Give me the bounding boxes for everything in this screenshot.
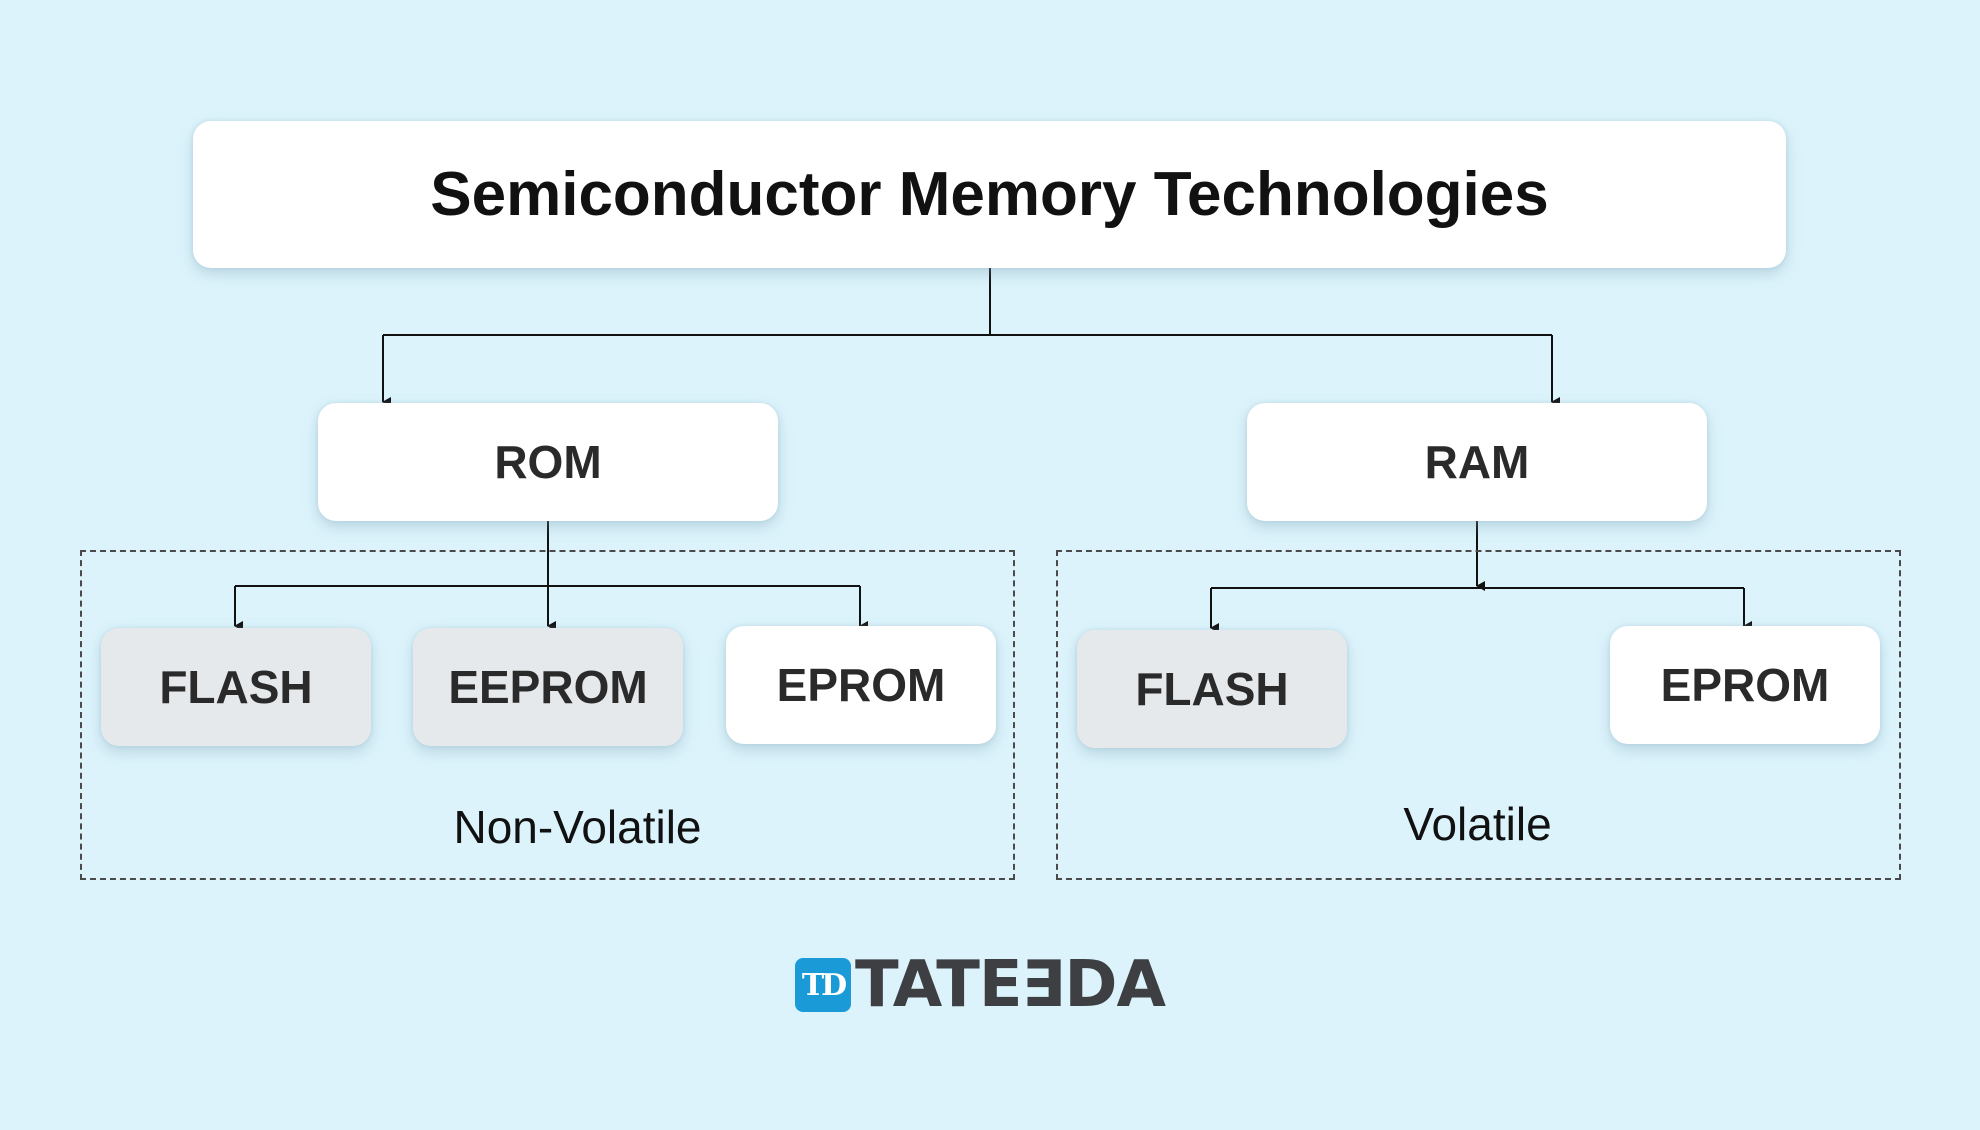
rom-node: ROM — [318, 403, 778, 521]
rom-flash-label: FLASH — [159, 661, 313, 713]
volatile-label: Volatile — [1403, 798, 1552, 850]
rom-eeprom-label: EEPROM — [448, 661, 648, 713]
ram-eprom-label: EPROM — [1660, 659, 1830, 711]
rom-eprom-node: EPROM — [726, 626, 996, 744]
ram-eprom-node: EPROM — [1610, 626, 1880, 744]
ram-node: RAM — [1247, 403, 1707, 521]
logo-mark-text: TD — [801, 967, 847, 1003]
rom-flash-node: FLASH — [101, 628, 371, 746]
ram-label: RAM — [1424, 436, 1530, 488]
rom-eprom-label: EPROM — [776, 659, 946, 711]
tateeda-logo: TD TATE∃DA — [795, 948, 1166, 1022]
diagram-title: Semiconductor Memory Technologies — [193, 121, 1786, 268]
rom-eeprom-node: EEPROM — [413, 628, 683, 746]
volatile-group — [1056, 550, 1901, 880]
non-volatile-group — [80, 550, 1015, 880]
diagram-title-text: Semiconductor Memory Technologies — [430, 160, 1549, 229]
non-volatile-label: Non-Volatile — [453, 801, 702, 853]
ram-flash-node: FLASH — [1077, 630, 1347, 748]
logo-mark-icon: TD — [795, 958, 851, 1012]
ram-flash-label: FLASH — [1135, 663, 1289, 715]
rom-label: ROM — [494, 436, 602, 488]
logo-wordmark: TATE∃DA — [855, 948, 1166, 1022]
